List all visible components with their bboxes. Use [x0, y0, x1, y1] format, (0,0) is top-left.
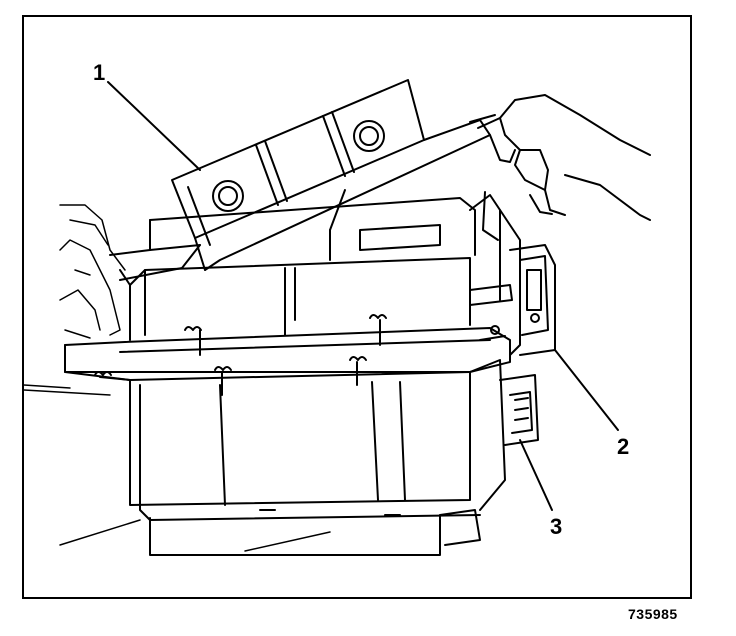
background-lines: [23, 384, 331, 552]
callout-2: 2: [617, 434, 630, 459]
case-seam: [64, 314, 511, 396]
illustration-frame: [22, 15, 692, 599]
actuator-bracket: [469, 191, 556, 446]
leader-line-2: [554, 349, 619, 431]
callout-3: 3: [550, 514, 563, 539]
filter-cartridge: [119, 79, 496, 281]
leader-lines: [107, 81, 619, 511]
hand-right: [477, 94, 651, 221]
leader-line-1: [107, 81, 201, 171]
leader-line-3: [519, 439, 553, 511]
figure-number: 735985: [628, 606, 678, 622]
callout-1: 1: [93, 60, 106, 85]
upper-case: [109, 197, 476, 341]
lower-case: [129, 359, 506, 556]
hand-left: [59, 204, 126, 339]
